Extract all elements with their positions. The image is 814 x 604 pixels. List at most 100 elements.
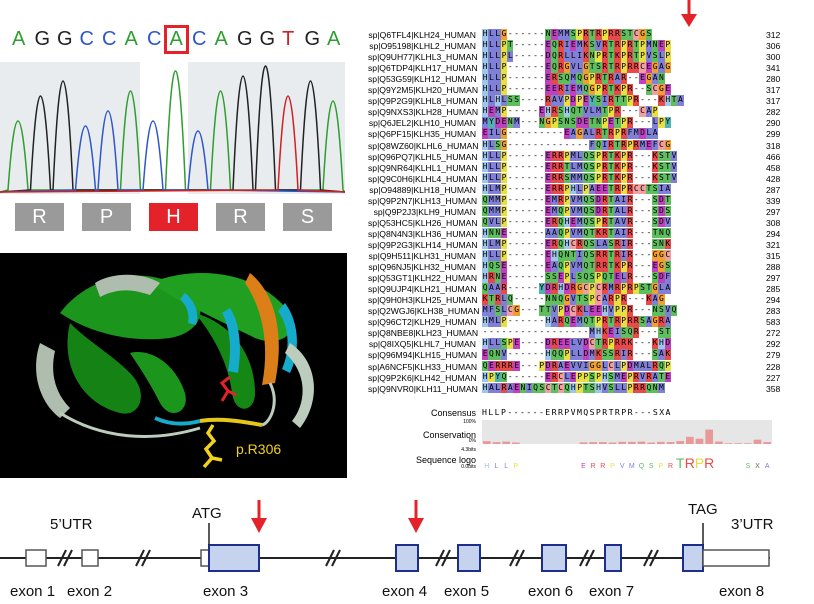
residue-cell: A	[658, 349, 665, 360]
residue-cell: T	[664, 327, 671, 338]
residue-cell: L	[652, 117, 659, 128]
residue-cell: R	[633, 62, 640, 73]
residue-cell: -	[640, 84, 645, 94]
residue-cell: K	[614, 150, 621, 162]
residue-cell: T	[589, 261, 596, 272]
down-arrow-icon	[681, 0, 697, 27]
residue-cell: -	[526, 161, 532, 171]
residue-cell: S	[576, 272, 583, 283]
residue-cell: Q	[488, 261, 495, 272]
residue-cell: S	[607, 371, 615, 383]
residue-cell: -	[507, 172, 513, 182]
residue-cell: R	[601, 227, 608, 239]
residue-cell: C	[557, 382, 564, 394]
residue-cell: N	[652, 40, 659, 51]
residue-cell: D	[544, 338, 552, 349]
amino-acid-box: P	[82, 203, 131, 231]
residue-cell: T	[664, 194, 671, 206]
residue-cell: C	[589, 338, 596, 349]
residue-cell: T	[507, 40, 514, 51]
residue-cell: D	[626, 360, 634, 371]
residue-cell: G	[658, 294, 665, 305]
residue-cell: -	[520, 128, 526, 138]
residue-cell: L	[570, 338, 577, 349]
residue-cell: -	[533, 40, 538, 50]
residue-cell: Q	[557, 227, 564, 239]
residue-cell: -	[526, 73, 532, 83]
residue-cell: K	[652, 150, 659, 162]
residue-cell: -	[514, 73, 520, 83]
sequence-end-number: 341	[766, 63, 781, 74]
residue-cell: M	[614, 371, 621, 383]
residue-cell: R	[645, 371, 653, 383]
residue-cell: -	[646, 161, 652, 171]
residue-cell: S	[658, 161, 665, 173]
residue-cell: A	[645, 106, 653, 117]
residue-cell: C	[652, 84, 659, 95]
residue-cell: -	[533, 227, 538, 237]
residue-cell: H	[601, 371, 608, 383]
residue-cell: V	[570, 360, 577, 371]
residue-cell: -	[526, 95, 532, 105]
residue-cell: P	[626, 139, 634, 150]
residue-cell: -	[539, 227, 545, 237]
residue-cell: K	[664, 238, 671, 250]
residue-cell: G	[563, 294, 571, 305]
residue-cell: -	[514, 139, 520, 149]
residue-cell: M	[576, 84, 583, 95]
residue-cell: R	[488, 272, 495, 283]
residue-cell: -	[652, 95, 658, 105]
residue-cell: E	[544, 194, 552, 206]
residue-cell: -	[539, 161, 545, 171]
conservation-bar	[744, 443, 752, 444]
residue-cell: R	[601, 40, 608, 51]
residue-cell: Q	[532, 382, 539, 394]
residue-cell: -	[526, 227, 532, 237]
residue-cell: -	[558, 327, 564, 337]
residue-cell: T	[595, 338, 602, 349]
residue-cell: -	[633, 161, 639, 171]
residue-cell: M	[576, 172, 583, 184]
residue-cell: V	[576, 360, 583, 371]
residue-cell: L	[589, 106, 596, 117]
residue-cell: M	[563, 29, 571, 40]
residue-cell: -	[520, 73, 526, 83]
conservation-top-label: 100%	[463, 419, 476, 425]
residue-cell: -	[507, 371, 513, 381]
logo-glyph: R	[685, 455, 695, 470]
residue-cell: C	[507, 305, 514, 316]
sequence-end-number: 290	[766, 118, 781, 129]
residue-cell: -	[640, 117, 645, 127]
residue-cell: -	[633, 305, 639, 315]
residue-cell: G	[658, 261, 665, 272]
residue-cell: Q	[582, 250, 590, 261]
residue-cell: P	[563, 150, 571, 162]
residue-cell: S	[513, 95, 520, 106]
residue-cell: -	[514, 205, 520, 215]
residue-cell: P	[500, 183, 508, 195]
sequence-name: sp|Q9UH77|KLHL3_HUMAN	[368, 52, 478, 63]
residue-cell: S	[582, 294, 590, 305]
conservation-bar	[599, 442, 607, 444]
residue-cell: -	[539, 40, 545, 50]
residue-cell: F	[664, 272, 671, 283]
residue-cell: R	[626, 261, 634, 272]
residue-cell: E	[582, 95, 590, 106]
residue-cell: P	[589, 283, 596, 294]
logo-glyph: L	[504, 463, 508, 470]
residue-cell: S	[652, 205, 659, 217]
residue-cell: E	[513, 382, 520, 394]
residue-cell: E	[544, 216, 552, 228]
residue-cell: H	[482, 161, 489, 173]
residue-cell: T	[607, 216, 615, 228]
residue-cell: -	[507, 194, 513, 204]
residue-cell: L	[563, 51, 571, 62]
residue-cell: S	[658, 172, 665, 184]
base-letter: G	[237, 28, 253, 50]
residue-cell: S	[494, 305, 501, 316]
residue-cell: R	[614, 250, 621, 261]
residue-cell: T	[607, 161, 615, 173]
residue-cell: H	[482, 73, 489, 84]
residue-cell: -	[558, 139, 564, 149]
residue-cell: -	[520, 172, 526, 182]
